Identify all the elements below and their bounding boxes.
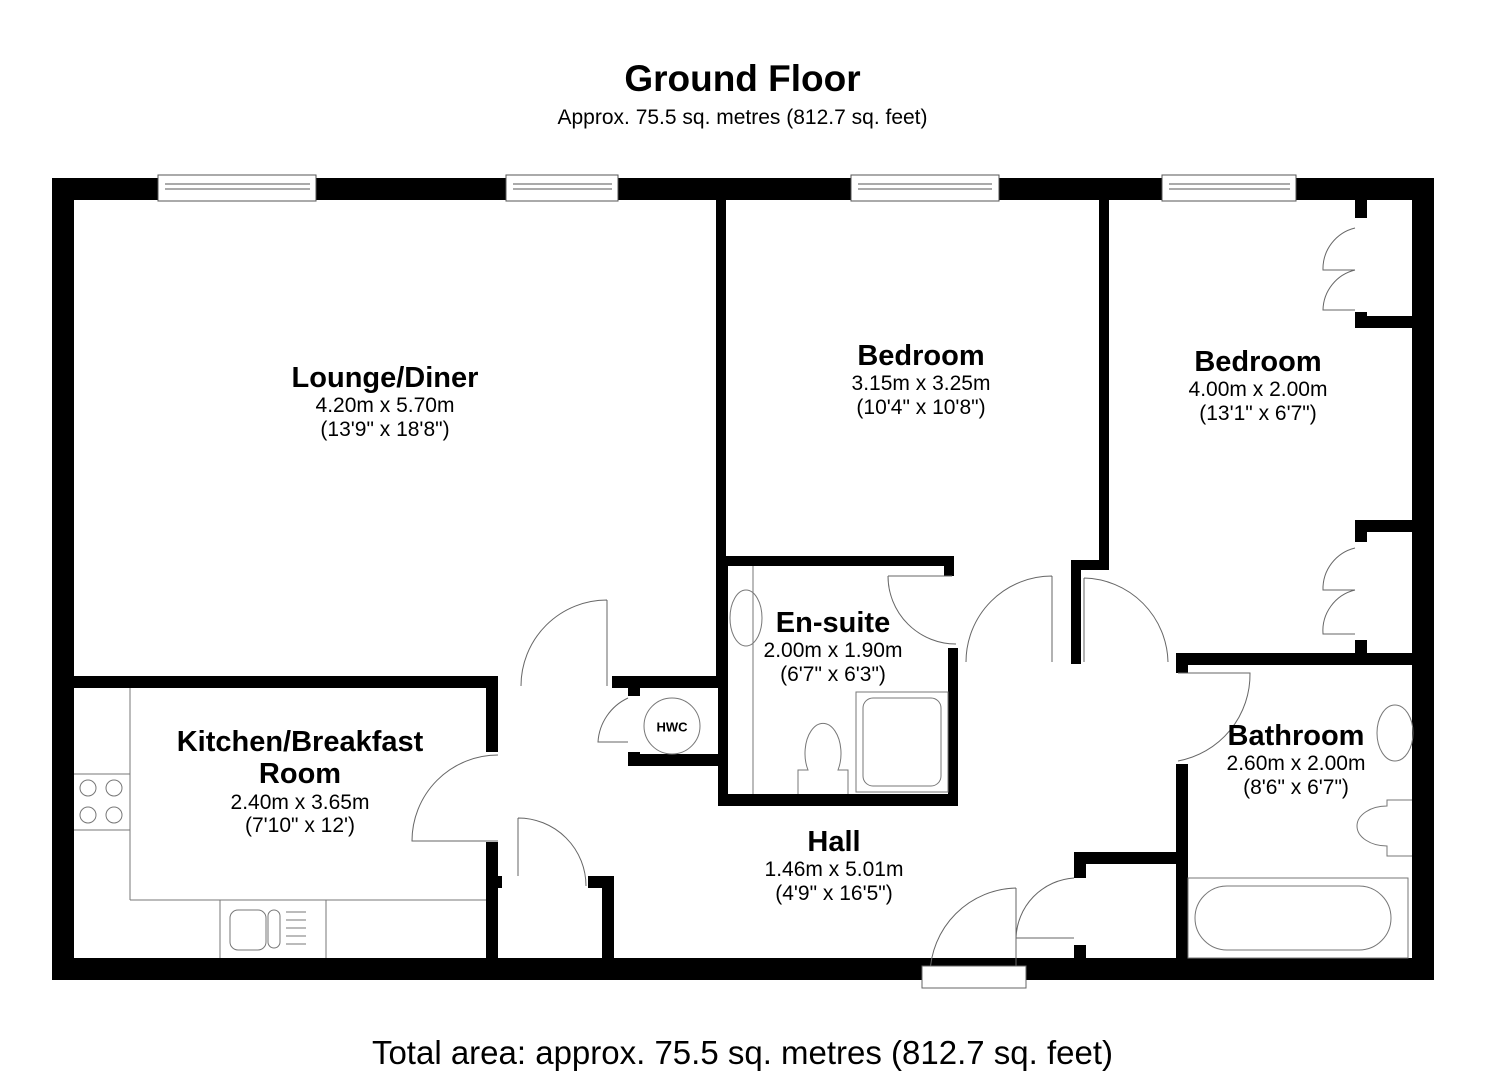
room-dimensions-metric: 2.40m x 3.65m bbox=[230, 790, 370, 814]
room-dimensions-imperial: (6'7" x 6'3") bbox=[780, 662, 886, 686]
shower-tray-icon bbox=[855, 691, 949, 793]
front-door-threshold bbox=[921, 965, 1027, 989]
ensuite-basin-icon bbox=[729, 589, 763, 647]
doors bbox=[411, 227, 1356, 989]
fixtures bbox=[74, 566, 1414, 959]
room-name: Hall bbox=[807, 826, 861, 858]
door-lounge bbox=[520, 599, 608, 687]
room-dimensions-imperial: (7'10" x 12') bbox=[244, 814, 356, 838]
room-bathroom: Bathroom 2.60m x 2.00m (8'6" x 6'7") bbox=[1227, 720, 1366, 800]
room-dimensions-imperial: (13'1" x 6'7") bbox=[1199, 401, 1317, 425]
door-front bbox=[929, 887, 1017, 975]
bathroom-toilet-icon bbox=[1356, 799, 1412, 857]
bathroom-basin-icon bbox=[1376, 704, 1414, 762]
window-bedroom-2 bbox=[1161, 174, 1297, 202]
room-name-line2: Room bbox=[258, 758, 342, 791]
kitchen-sink-icon bbox=[229, 909, 306, 951]
door-hall-cupboard-left bbox=[517, 817, 587, 887]
room-dimensions-imperial: (10'4" x 10'8") bbox=[856, 395, 986, 419]
hob-icon bbox=[79, 779, 123, 824]
room-dimensions-metric: 1.46m x 5.01m bbox=[764, 858, 904, 882]
total-area-footer: Total area: approx. 75.5 sq. metres (812… bbox=[371, 1034, 1114, 1071]
room-name: Bedroom bbox=[1194, 346, 1322, 378]
hot-water-cylinder-icon bbox=[643, 697, 701, 755]
door-hwc bbox=[597, 697, 629, 743]
window-bedroom-1 bbox=[850, 174, 1000, 202]
room-lounge-diner: Lounge/Diner 4.20m x 5.70m (13'9" x 18'8… bbox=[292, 362, 479, 442]
window-lounge-2 bbox=[505, 174, 619, 202]
door-bathroom bbox=[1177, 672, 1251, 762]
walls bbox=[52, 178, 1434, 980]
wardrobe-doors-top bbox=[1322, 227, 1356, 311]
wardrobe-doors-bottom bbox=[1322, 547, 1356, 635]
room-dimensions-imperial: (8'6" x 6'7") bbox=[1243, 775, 1349, 799]
ensuite-toilet-icon bbox=[797, 722, 849, 794]
room-name: Bedroom bbox=[857, 340, 985, 372]
window-lounge-1 bbox=[157, 174, 317, 202]
room-hall: Hall 1.46m x 5.01m (4'9" x 16'5") bbox=[765, 826, 904, 906]
room-kitchen-breakfast: Kitchen/Breakfast Room 2.40m x 3.65m (7'… bbox=[177, 726, 424, 838]
door-hall-cupboard-right bbox=[1015, 877, 1075, 939]
room-name: Lounge/Diner bbox=[291, 362, 479, 394]
room-name: En-suite bbox=[775, 607, 891, 639]
hwc-label: HWC bbox=[656, 719, 688, 735]
room-bedroom-1: Bedroom 3.15m x 3.25m (10'4" x 10'8") bbox=[852, 340, 991, 420]
room-name: Bathroom bbox=[1227, 720, 1365, 752]
door-ensuite bbox=[887, 575, 957, 645]
room-dimensions-imperial: (4'9" x 16'5") bbox=[775, 881, 893, 905]
floor-area-subtitle: Approx. 75.5 sq. metres (812.7 sq. feet) bbox=[557, 106, 928, 129]
room-dimensions-metric: 4.20m x 5.70m bbox=[315, 394, 455, 418]
door-bedroom-2 bbox=[1083, 577, 1169, 663]
windows bbox=[157, 174, 1297, 202]
room-dimensions-imperial: (13'9" x 18'8") bbox=[320, 417, 450, 441]
door-bedroom-1 bbox=[965, 575, 1053, 663]
door-kitchen bbox=[411, 754, 499, 842]
room-dimensions-metric: 4.00m x 2.00m bbox=[1188, 378, 1328, 402]
bath-icon bbox=[1187, 877, 1409, 959]
floor-title: Ground Floor bbox=[624, 58, 861, 99]
room-name-line1: Kitchen/Breakfast bbox=[176, 726, 424, 758]
room-dimensions-metric: 2.00m x 1.90m bbox=[763, 639, 903, 663]
room-en-suite: En-suite 2.00m x 1.90m (6'7" x 6'3") bbox=[764, 607, 903, 687]
room-bedroom-2: Bedroom 4.00m x 2.00m (13'1" x 6'7") bbox=[1189, 346, 1328, 426]
room-dimensions-metric: 2.60m x 2.00m bbox=[1226, 752, 1366, 776]
room-dimensions-metric: 3.15m x 3.25m bbox=[851, 372, 991, 396]
